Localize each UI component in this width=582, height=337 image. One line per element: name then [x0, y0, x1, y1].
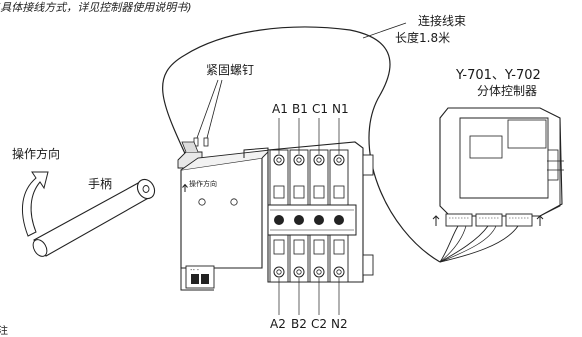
terminal-label-a2: A2 — [270, 317, 286, 331]
bottom-note-fragment: 注 — [0, 326, 8, 337]
terminal-label-b1: B1 — [292, 102, 308, 116]
operation-direction-label: 操作方向 — [12, 147, 61, 161]
terminal-label-n2: N2 — [331, 317, 348, 331]
cable-label: 连接线束 — [418, 14, 467, 28]
handle-drawing — [32, 178, 156, 257]
terminal-label-a1: A1 — [272, 102, 288, 116]
terminal-label-c2: C2 — [311, 317, 328, 331]
controller-models-label: Y-701、Y-702 — [456, 68, 541, 83]
switch-poles — [267, 141, 374, 283]
up-arrow-icon — [182, 183, 188, 192]
mount-hole — [230, 198, 238, 206]
screw-leader — [196, 79, 219, 139]
screw-leader — [206, 79, 223, 139]
handle-label: 手柄 — [88, 177, 113, 191]
terminal-label-b2: B2 — [291, 317, 307, 331]
controller-name-label: 分体控制器 — [477, 84, 538, 98]
controller-drawing — [432, 107, 564, 263]
plate-operation-label: 操作方向 — [189, 180, 217, 188]
screw — [203, 137, 209, 147]
cable-length-label: 长度1.8米 — [395, 31, 451, 45]
terminal-label-c1: C1 — [312, 102, 329, 116]
mount-hole — [198, 198, 206, 206]
terminal-label-n1: N1 — [332, 102, 349, 116]
wiring-note: (具体接线方式，详见控制器使用说明书) — [0, 1, 192, 14]
cable-label-leader — [362, 22, 407, 39]
svg-text:⁃⁃ ⁃: ⁃⁃ ⁃ — [190, 268, 199, 274]
switch-housing — [180, 157, 263, 269]
screw-label: 紧固螺钉 — [206, 63, 255, 77]
rotation-arrow-icon — [22, 171, 49, 237]
